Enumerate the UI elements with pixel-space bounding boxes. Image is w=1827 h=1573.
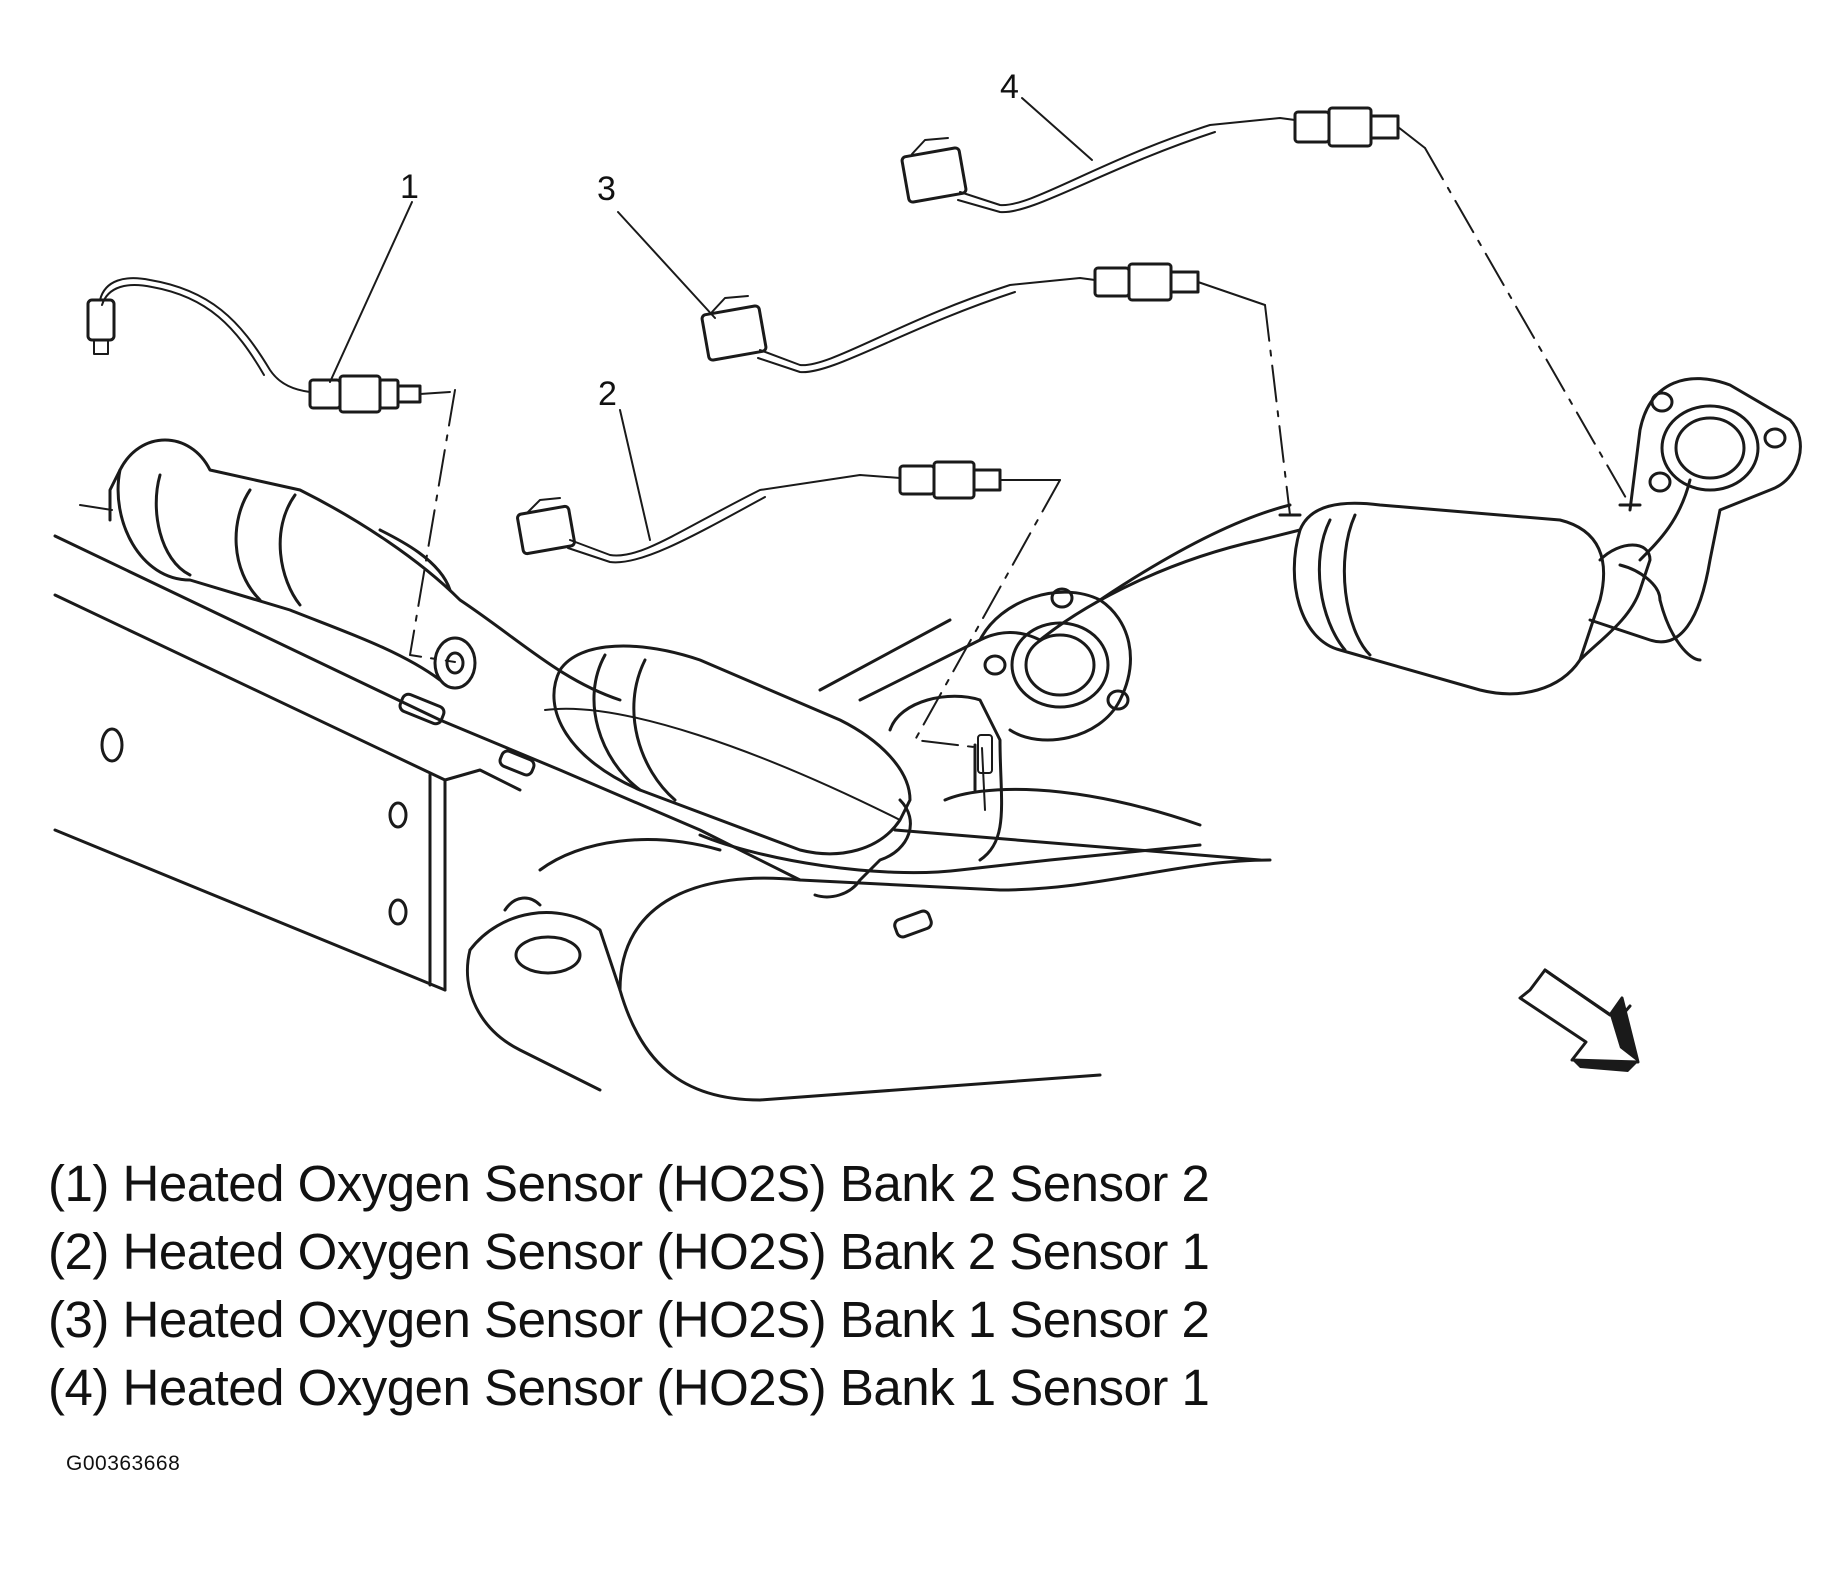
legend: (1) Heated Oxygen Sensor (HO2S) Bank 2 S… bbox=[48, 1150, 1210, 1422]
legend-item: (1) Heated Oxygen Sensor (HO2S) Bank 2 S… bbox=[48, 1155, 1210, 1212]
callout-4: 4 bbox=[1000, 68, 1019, 106]
left-exhaust-pipe bbox=[79, 438, 622, 702]
sensor-3 bbox=[700, 262, 1291, 516]
callout-leaders bbox=[329, 97, 1093, 541]
sensor-2 bbox=[516, 460, 1061, 811]
catalytic-converter-left bbox=[544, 644, 1202, 899]
legend-item: (2) Heated Oxygen Sensor (HO2S) Bank 2 S… bbox=[48, 1223, 1210, 1280]
legend-item: (3) Heated Oxygen Sensor (HO2S) Bank 1 S… bbox=[48, 1291, 1210, 1348]
catalytic-converter-right bbox=[1278, 501, 1702, 696]
right-elbow-flange bbox=[1588, 377, 1802, 644]
callout-1: 1 bbox=[400, 168, 419, 206]
callout-2: 2 bbox=[598, 375, 617, 413]
callout-3: 3 bbox=[597, 170, 616, 208]
figure-id: G00363668 bbox=[66, 1452, 181, 1475]
direction-arrow-icon bbox=[1518, 968, 1640, 1072]
legend-item: (4) Heated Oxygen Sensor (HO2S) Bank 1 S… bbox=[48, 1359, 1210, 1416]
center-downpipe bbox=[818, 503, 1302, 862]
sensor-4 bbox=[900, 106, 1631, 506]
frame-crossmember bbox=[53, 534, 1272, 1102]
sensor-1 bbox=[86, 277, 456, 663]
